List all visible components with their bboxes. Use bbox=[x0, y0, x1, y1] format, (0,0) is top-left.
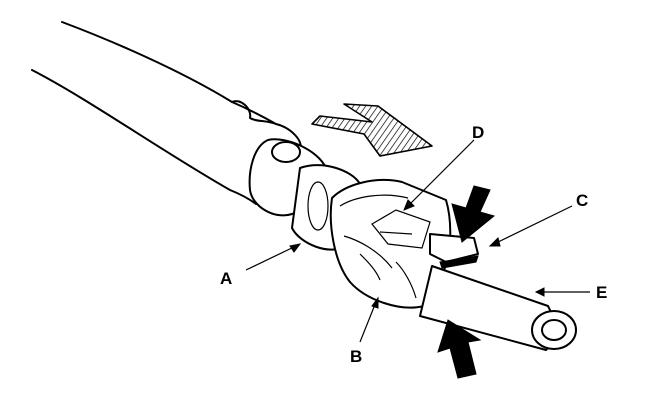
retainer-tab bbox=[429, 233, 479, 269]
rubber-hose bbox=[31, 21, 328, 217]
callout-d: D bbox=[472, 123, 484, 142]
callout-c: C bbox=[576, 191, 588, 210]
pull-direction-arrow bbox=[311, 103, 433, 157]
leader-lines bbox=[245, 139, 590, 343]
callout-a: A bbox=[220, 269, 232, 288]
callout-e: E bbox=[596, 283, 607, 302]
squeeze-arrow-bottom bbox=[437, 319, 482, 379]
squeeze-arrow-top bbox=[451, 185, 496, 243]
callout-b: B bbox=[350, 347, 362, 366]
pipe bbox=[419, 265, 577, 351]
